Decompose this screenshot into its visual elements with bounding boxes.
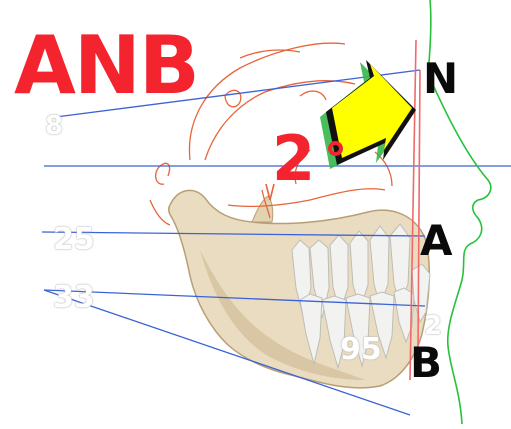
- point-n-label: N: [423, 58, 458, 100]
- faint-number-top: 8: [45, 113, 63, 139]
- diagram-title: ANB: [14, 26, 198, 106]
- faint-number-lower: 33: [53, 283, 95, 313]
- point-a-label: A: [420, 220, 453, 262]
- point-b-label: B: [410, 342, 442, 384]
- faint-number-middle: 25: [53, 225, 95, 255]
- faint-number-bottom: 95: [340, 335, 382, 365]
- faint-number-right: 2: [424, 313, 442, 339]
- angle-value: 2: [272, 128, 315, 190]
- degree-symbol: [328, 141, 343, 156]
